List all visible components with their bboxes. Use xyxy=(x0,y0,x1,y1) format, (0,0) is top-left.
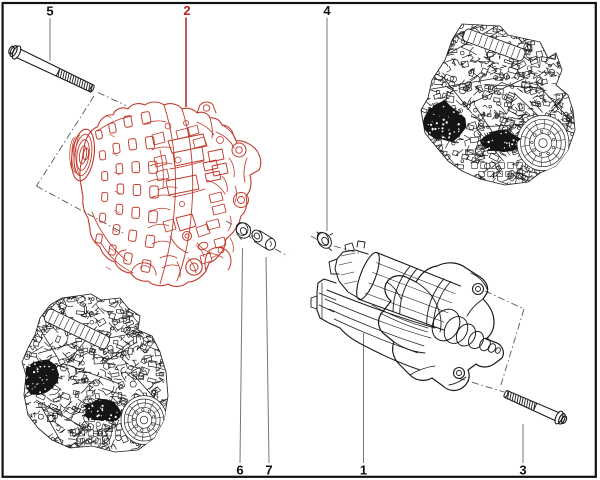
svg-text:1: 1 xyxy=(360,463,367,478)
svg-text:6: 6 xyxy=(236,463,243,478)
svg-text:5: 5 xyxy=(46,4,53,19)
svg-text:2: 2 xyxy=(183,3,190,18)
svg-text:4: 4 xyxy=(323,3,331,18)
svg-text:3: 3 xyxy=(519,463,526,478)
svg-text:7: 7 xyxy=(265,463,272,478)
